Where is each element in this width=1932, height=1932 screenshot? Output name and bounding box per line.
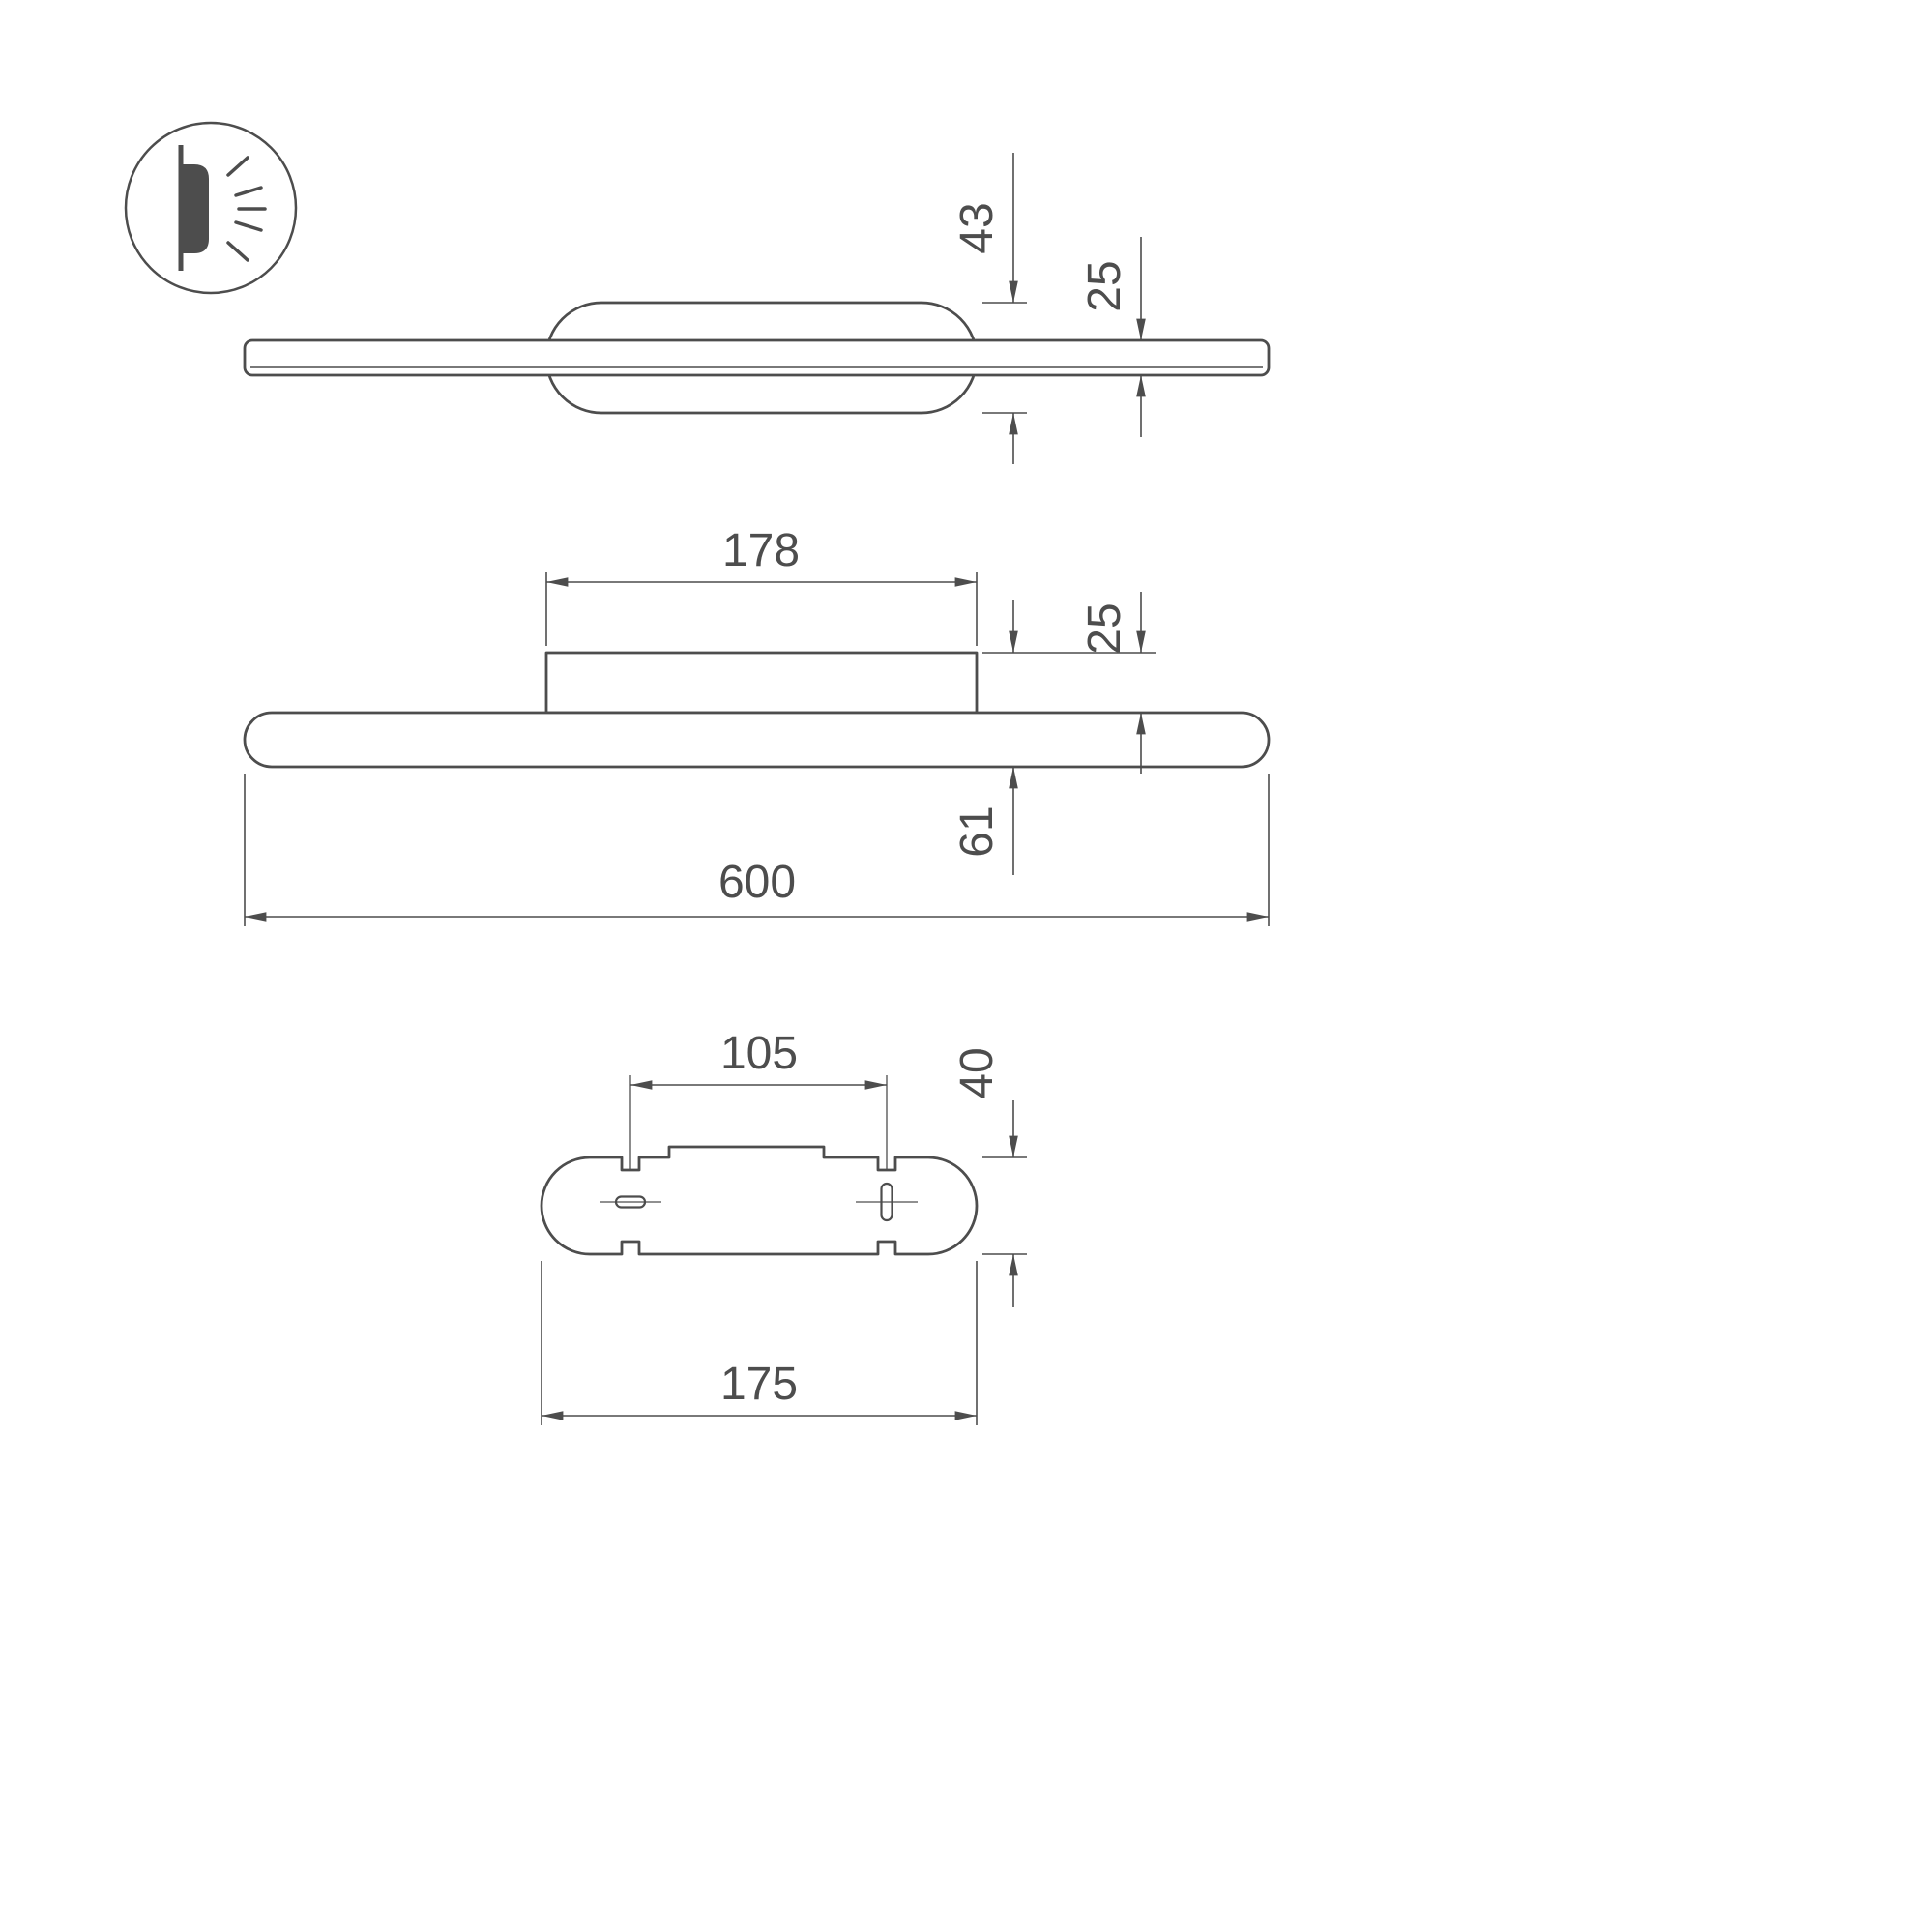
dim-front-total-height: 61 (951, 600, 1018, 875)
dim-label-front-total-width: 600 (718, 857, 796, 908)
icon-circle (124, 121, 298, 295)
dim-label-bracket-length: 175 (720, 1359, 798, 1410)
dim-side-body-depth: 43 (951, 153, 1027, 464)
bracket-outline (540, 1145, 979, 1256)
front-view-light-bar (243, 711, 1271, 769)
dim-bracket-slot-spacing: 105 (630, 1028, 887, 1090)
dim-front-mount-height: 25 (982, 592, 1156, 774)
dim-label-bracket-height: 40 (951, 1047, 1003, 1098)
dim-front-total-width: 600 (244, 774, 1270, 926)
dim-side-bar-depth: 25 (1079, 237, 1146, 437)
dim-bracket-height: 40 (951, 1047, 1027, 1307)
dim-label-front-body-width: 178 (722, 525, 800, 576)
dim-label-front-total-height: 61 (951, 805, 1003, 857)
dim-front-body-width: 178 (545, 525, 978, 646)
dim-label-side-bar-depth: 25 (1079, 260, 1130, 311)
side-view: 43 25 (243, 153, 1271, 464)
wall-lamp-icon (124, 121, 298, 295)
front-view: 178 25 61 600 (243, 525, 1271, 926)
icon-light-rays (226, 156, 267, 262)
bracket-view: 105 40 175 (540, 1028, 1027, 1425)
dim-label-front-mount-height: 25 (1079, 602, 1130, 654)
dim-label-bracket-slot-spacing: 105 (720, 1028, 798, 1079)
dim-bracket-length: 175 (541, 1261, 978, 1425)
dim-label-side-body-depth: 43 (951, 202, 1003, 253)
side-view-light-bar (243, 338, 1271, 377)
front-view-mount-box (544, 651, 979, 715)
icon-lamp-body (181, 164, 209, 253)
